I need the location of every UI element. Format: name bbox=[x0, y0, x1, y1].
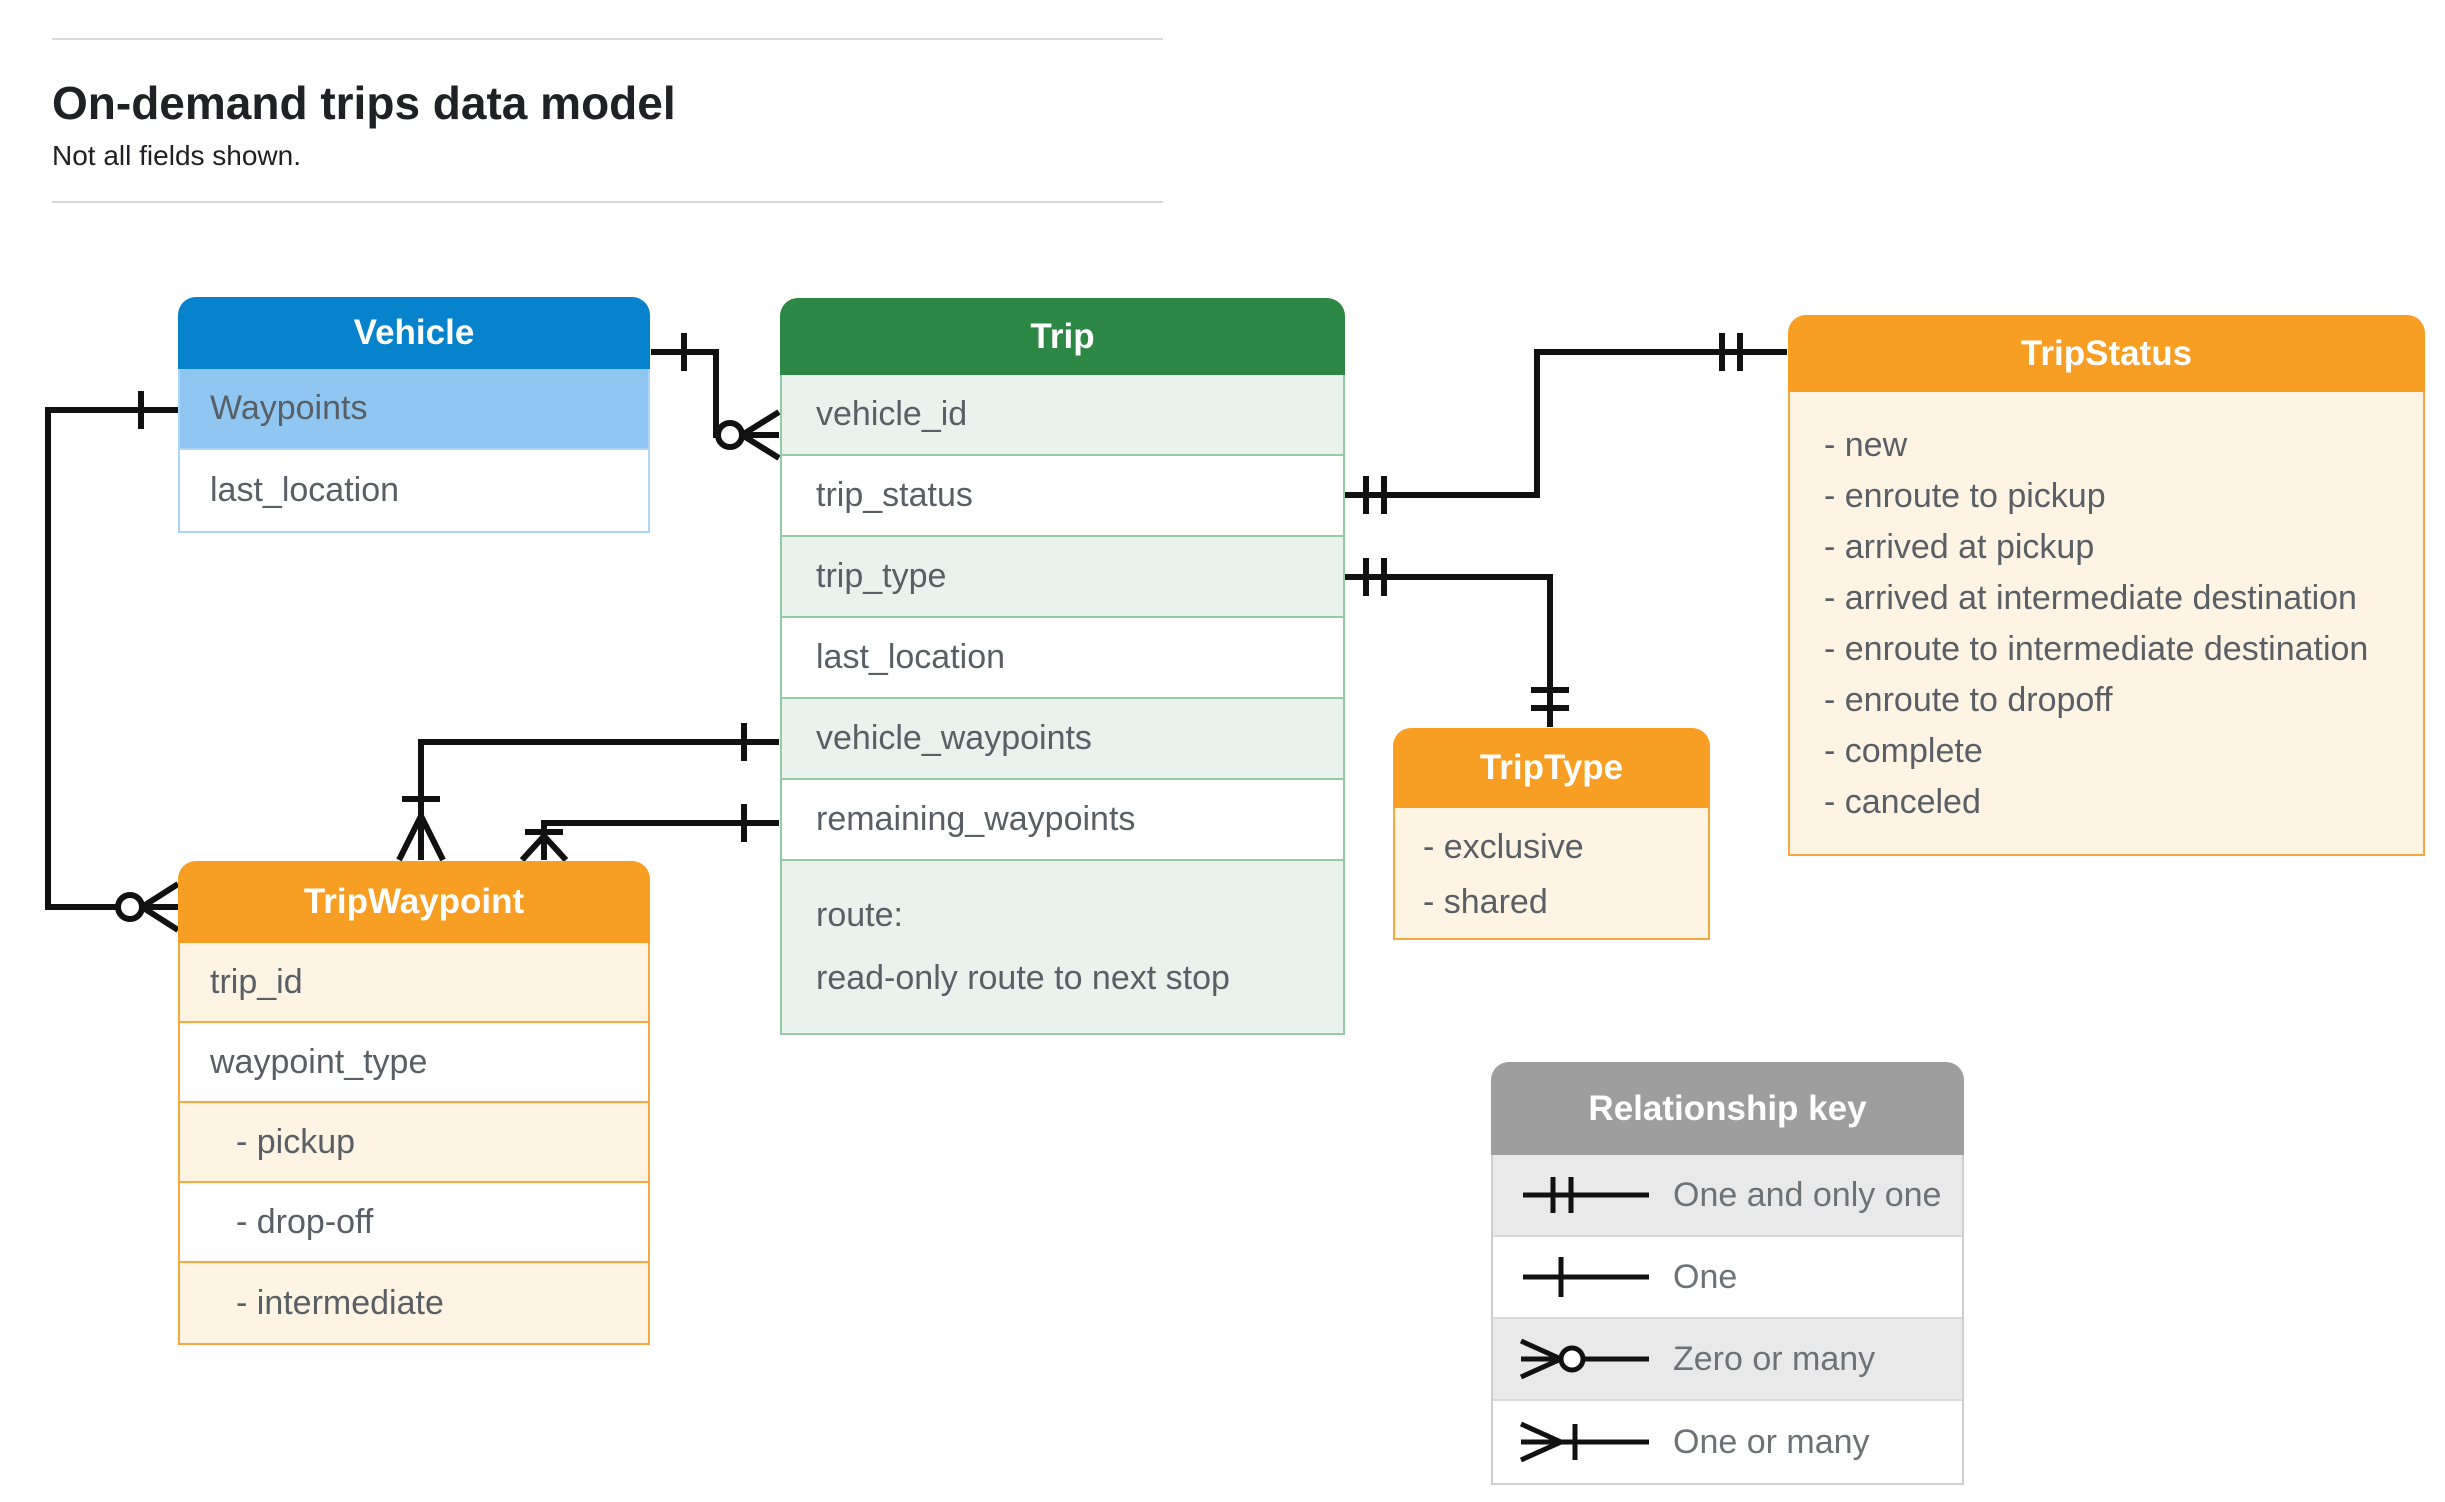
connector-trip-to-triptype bbox=[1345, 558, 1569, 727]
route-field-line: route: bbox=[816, 896, 903, 934]
one-and-only-one-icon bbox=[1523, 1177, 1649, 1213]
tripwaypoint-table: TripWaypoint trip_id waypoint_type - pic… bbox=[178, 861, 650, 1345]
connector-vehicle-to-trip bbox=[651, 333, 781, 461]
crow-foot-icon bbox=[740, 409, 781, 461]
table-row: - pickup bbox=[180, 1103, 648, 1183]
connector-trip-remaining-waypoints-to-tripwaypoint bbox=[519, 804, 779, 863]
one-or-many-icon bbox=[1519, 1421, 1649, 1463]
legend-row: One or many bbox=[1493, 1401, 1962, 1483]
legend-row: One and only one bbox=[1493, 1155, 1962, 1237]
enum-item: - enroute to intermediate destination bbox=[1824, 630, 2369, 668]
crow-foot-icon bbox=[519, 833, 569, 863]
triptype-table-header: TripType bbox=[1393, 728, 1710, 808]
one-and-only-one-ticks-icon bbox=[1719, 333, 1743, 371]
connector-trip-vehicle-waypoints-to-tripwaypoint bbox=[396, 723, 779, 862]
tripstatus-table-header: TripStatus bbox=[1788, 315, 2425, 392]
table-row: last_location bbox=[180, 450, 648, 531]
enum-item: - canceled bbox=[1824, 783, 1981, 821]
page-title: On-demand trips data model bbox=[52, 77, 676, 129]
triptype-table: TripType - exclusive - shared bbox=[1393, 728, 1710, 940]
enum-item: - enroute to dropoff bbox=[1824, 681, 2113, 719]
legend-row: One bbox=[1493, 1237, 1962, 1319]
zero-circle-icon bbox=[115, 892, 145, 922]
enum-item: - enroute to pickup bbox=[1824, 477, 2106, 515]
zero-or-many-icon bbox=[1519, 1338, 1649, 1380]
vehicle-table: Vehicle Waypoints last_location bbox=[178, 297, 650, 533]
route-field-line: read-only route to next stop bbox=[816, 959, 1230, 997]
divider-line bbox=[52, 201, 1163, 203]
table-row: trip_id bbox=[180, 943, 648, 1023]
relationship-key-header: Relationship key bbox=[1491, 1062, 1964, 1155]
vehicle-table-header: Vehicle bbox=[178, 297, 650, 369]
enum-item: - exclusive bbox=[1423, 828, 1584, 866]
one-icon bbox=[1523, 1257, 1649, 1297]
legend-label: One and only one bbox=[1673, 1175, 1942, 1214]
legend-label: One or many bbox=[1673, 1422, 1870, 1461]
table-row: - drop-off bbox=[180, 1183, 648, 1263]
enum-item: - shared bbox=[1423, 883, 1548, 921]
enum-item: - arrived at pickup bbox=[1824, 528, 2095, 566]
connector-trip-to-tripstatus bbox=[1345, 333, 1787, 514]
table-row: vehicle_id bbox=[782, 375, 1343, 456]
one-and-only-one-ticks-icon bbox=[1363, 558, 1387, 596]
trip-table-header: Trip bbox=[780, 298, 1345, 375]
relationship-key: Relationship key One and only one One bbox=[1491, 1062, 1964, 1485]
crow-foot-icon bbox=[396, 814, 446, 862]
one-and-only-one-ticks-icon bbox=[1363, 476, 1387, 514]
divider-line bbox=[52, 38, 1163, 40]
zero-circle-icon bbox=[715, 420, 745, 450]
table-row: trip_status bbox=[782, 456, 1343, 537]
page-subtitle: Not all fields shown. bbox=[52, 140, 302, 171]
legend-row: Zero or many bbox=[1493, 1319, 1962, 1401]
trip-table: Trip vehicle_id trip_status trip_type la… bbox=[780, 298, 1345, 1035]
legend-label: Zero or many bbox=[1673, 1339, 1876, 1378]
enum-item: - arrived at intermediate destination bbox=[1824, 579, 2357, 617]
table-row: - intermediate bbox=[180, 1263, 648, 1343]
table-row: Waypoints bbox=[180, 369, 648, 450]
table-row: trip_type bbox=[782, 537, 1343, 618]
enum-item: - new bbox=[1824, 426, 1908, 464]
one-and-only-one-ticks-icon bbox=[1531, 687, 1569, 711]
tripwaypoint-table-header: TripWaypoint bbox=[178, 861, 650, 943]
connector-vehicle-to-tripwaypoint bbox=[45, 391, 180, 933]
table-row: last_location bbox=[782, 618, 1343, 699]
table-row: remaining_waypoints bbox=[782, 780, 1343, 861]
table-row: route: read-only route to next stop bbox=[782, 861, 1343, 1033]
enum-item: - complete bbox=[1824, 732, 1983, 770]
table-row: vehicle_waypoints bbox=[782, 699, 1343, 780]
legend-label: One bbox=[1673, 1257, 1738, 1296]
crow-foot-icon bbox=[140, 881, 180, 933]
tripstatus-table: TripStatus - new - enroute to pickup - a… bbox=[1788, 315, 2425, 856]
table-row: waypoint_type bbox=[180, 1023, 648, 1103]
